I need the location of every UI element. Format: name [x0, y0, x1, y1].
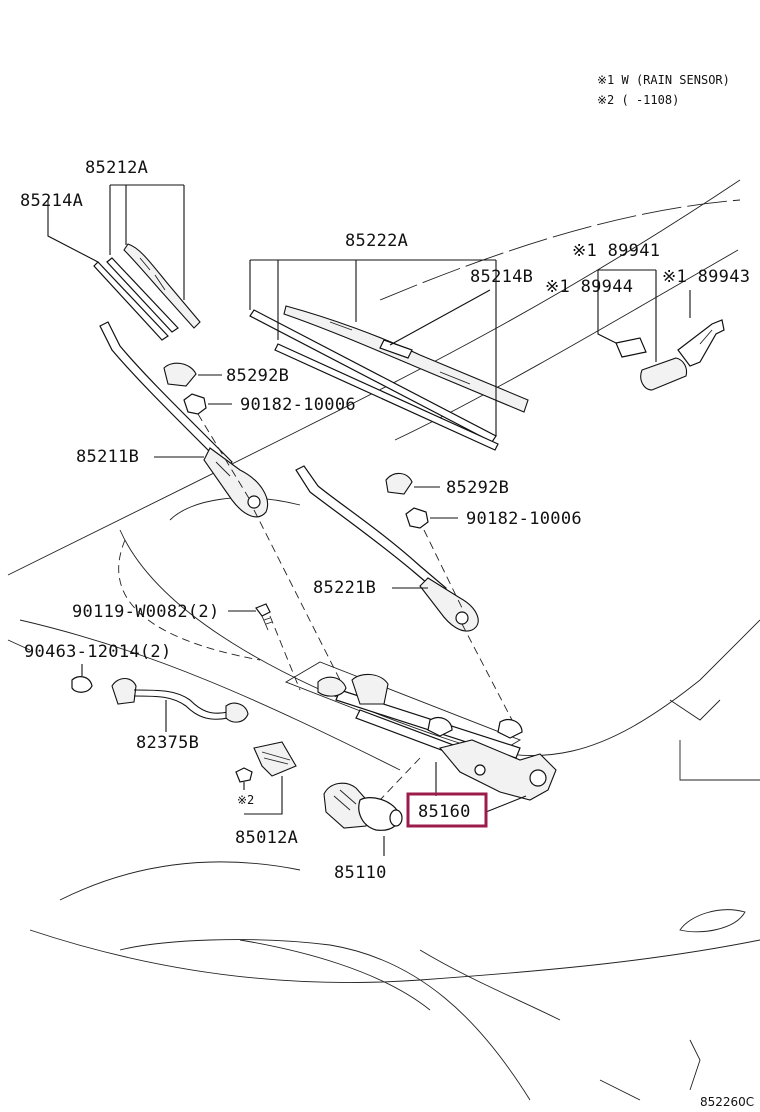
label-85292B-1: 85292B — [226, 366, 289, 386]
label-85221B: 85221B — [313, 578, 376, 598]
leader-85012A — [243, 776, 283, 815]
cap-85292B-left — [163, 362, 197, 387]
label-89943: ※1 89943 — [662, 267, 750, 287]
wiper-linkage — [284, 661, 557, 801]
wire-harness-82375B — [111, 677, 249, 723]
label-85214A: 85214A — [20, 191, 83, 211]
bracket-85012A — [235, 741, 297, 783]
leader-85214A — [47, 198, 99, 263]
label-85211B: 85211B — [76, 447, 139, 467]
label-85012A: 85012A — [235, 828, 298, 848]
rain-sensor-parts — [615, 319, 725, 391]
note-date-range: ※2 ( -1108) — [597, 93, 679, 107]
label-note2-mark: ※2 — [237, 793, 254, 807]
leader-89941-89944 — [597, 269, 657, 362]
cap-85292B-right — [385, 472, 413, 495]
bolt-90119 — [255, 603, 273, 631]
nut-90182-right — [405, 507, 429, 529]
label-85110: 85110 — [334, 863, 387, 883]
label-85222A: 85222A — [345, 231, 408, 251]
note-rain-sensor: ※1 W (RAIN SENSOR) — [597, 73, 730, 87]
leader-85214B — [389, 289, 491, 346]
label-85212A: 85212A — [85, 158, 148, 178]
label-85160: 85160 — [418, 802, 471, 822]
label-90182-2: 90182-10006 — [466, 509, 582, 529]
front-blade-left — [93, 243, 201, 341]
leader-85160-2 — [485, 795, 527, 813]
label-89941: ※1 89941 — [572, 241, 660, 261]
label-85292B-2: 85292B — [446, 478, 509, 498]
attachment-dashes — [197, 413, 513, 801]
leader-85212A — [109, 184, 185, 300]
wiper-motor-85110 — [323, 782, 403, 831]
label-82375B: 82375B — [136, 733, 199, 753]
wiper-arm-left — [99, 321, 268, 518]
front-blade-right — [249, 305, 529, 451]
wiper-arm-right — [295, 465, 479, 632]
label-90182-1: 90182-10006 — [240, 395, 356, 415]
label-85214B: 85214B — [470, 267, 533, 287]
diagram-code: 852260C — [700, 1095, 754, 1109]
vehicle-outline — [7, 179, 760, 1101]
clip-90463 — [71, 676, 93, 693]
label-90463: 90463-12014(2) — [24, 642, 172, 662]
nut-90182-left — [183, 393, 207, 415]
label-89944: ※1 89944 — [545, 277, 633, 297]
leader-85222A — [249, 259, 497, 436]
highlight-box-85160 — [406, 792, 488, 828]
label-90119: 90119-W0082(2) — [72, 602, 220, 622]
